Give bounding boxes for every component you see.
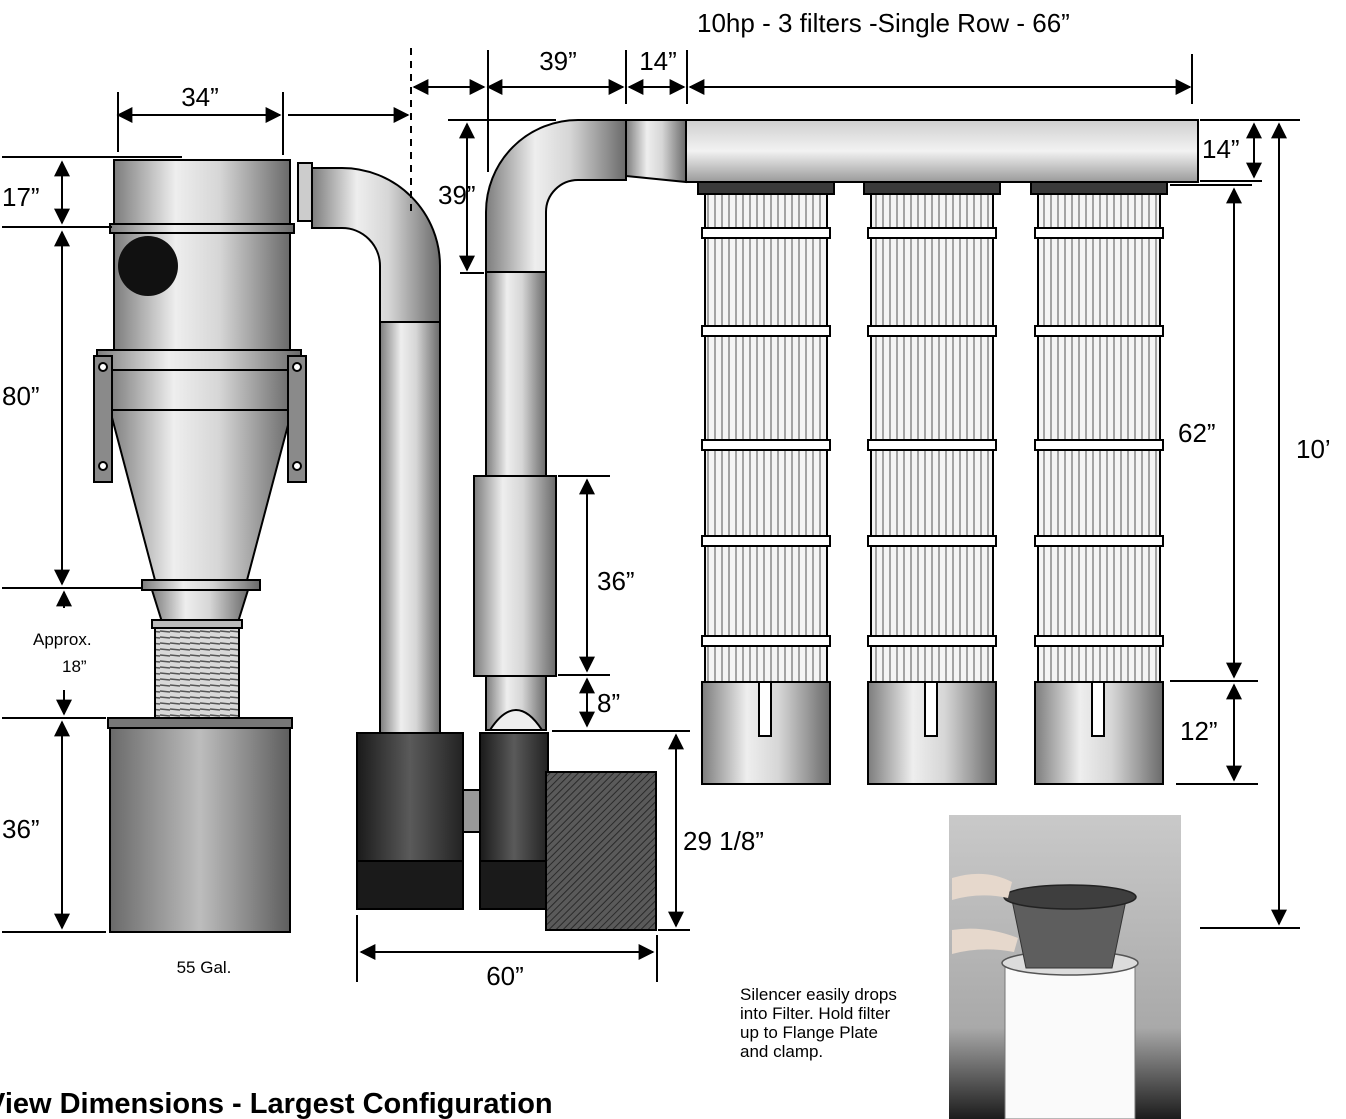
filter-2-flange	[863, 181, 1001, 195]
dimension-lines	[2, 48, 1300, 982]
plenum	[685, 119, 1199, 183]
filter-1-flange	[697, 181, 835, 195]
dim-flex-hose-line2: 18”	[62, 657, 87, 676]
filter-2-band-5	[867, 635, 997, 647]
photo-caption-line3: up to Flange Plate	[740, 1023, 878, 1042]
filter-3-flange	[1030, 181, 1168, 195]
drum-label: 55 Gal.	[177, 958, 232, 977]
dim-silencer-length: 36”	[597, 566, 635, 596]
title-text: 10hp - 3 filters -Single Row - 66”	[697, 8, 1070, 38]
filter-1-band-4	[701, 535, 831, 547]
dim-blower-width: 60”	[486, 961, 524, 991]
photo-caption-line2: into Filter. Hold filter	[740, 1004, 891, 1023]
cyclone	[93, 159, 307, 719]
filter-1-band-3	[701, 439, 831, 451]
dim-inlet-height: 17”	[2, 182, 40, 212]
dim-transition: 14”	[639, 46, 677, 76]
filter-3-band-4	[1034, 535, 1164, 547]
filter-3-clamp	[1091, 681, 1105, 737]
dim-cyclone-height: 80”	[2, 381, 40, 411]
bracket-right	[287, 355, 307, 483]
page-heading: View Dimensions - Largest Configuration	[0, 1088, 553, 1119]
blower	[356, 732, 657, 931]
dim-overall-height: 10’	[1296, 434, 1331, 464]
motor	[545, 771, 657, 931]
filters	[697, 181, 1168, 785]
filter-photo	[949, 815, 1181, 1119]
drum-55-gal	[107, 717, 293, 933]
cyclone-port	[118, 236, 178, 296]
filter-2-band-3	[867, 439, 997, 451]
outlet-duct	[473, 119, 687, 731]
photo-caption-line1: Silencer easily drops	[740, 985, 897, 1004]
filter-3-band-3	[1034, 439, 1164, 451]
bracket-left	[93, 355, 113, 483]
dim-elbow-drop: 39”	[438, 180, 476, 210]
filter-2-band-1	[867, 227, 997, 239]
dim-cyclone-width: 34”	[181, 82, 219, 112]
dim-drum-height: 36”	[2, 814, 40, 844]
dim-duct-run: 39”	[539, 46, 577, 76]
dim-filter-height: 62”	[1178, 418, 1216, 448]
dim-flex-hose-line1: Approx.	[33, 630, 92, 649]
dim-blower-gap: 8”	[597, 688, 620, 718]
filter-1-clamp	[758, 681, 772, 737]
dim-plenum-height: 14”	[1202, 134, 1240, 164]
dim-blower-height: 29 1/8”	[683, 826, 764, 856]
flex-hose	[154, 623, 240, 719]
filter-3-band-5	[1034, 635, 1164, 647]
silencer	[473, 475, 557, 677]
filter-2-band-4	[867, 535, 997, 547]
photo-caption-line4: and clamp.	[740, 1042, 823, 1061]
filter-1-band-2	[701, 325, 831, 337]
inlet-duct	[297, 162, 441, 737]
filter-1-band-1	[701, 227, 831, 239]
filter-1-band-5	[701, 635, 831, 647]
filter-3-band-2	[1034, 325, 1164, 337]
filter-2-band-2	[867, 325, 997, 337]
dim-bin-height: 12”	[1180, 716, 1218, 746]
filter-3-band-1	[1034, 227, 1164, 239]
filter-2-clamp	[924, 681, 938, 737]
